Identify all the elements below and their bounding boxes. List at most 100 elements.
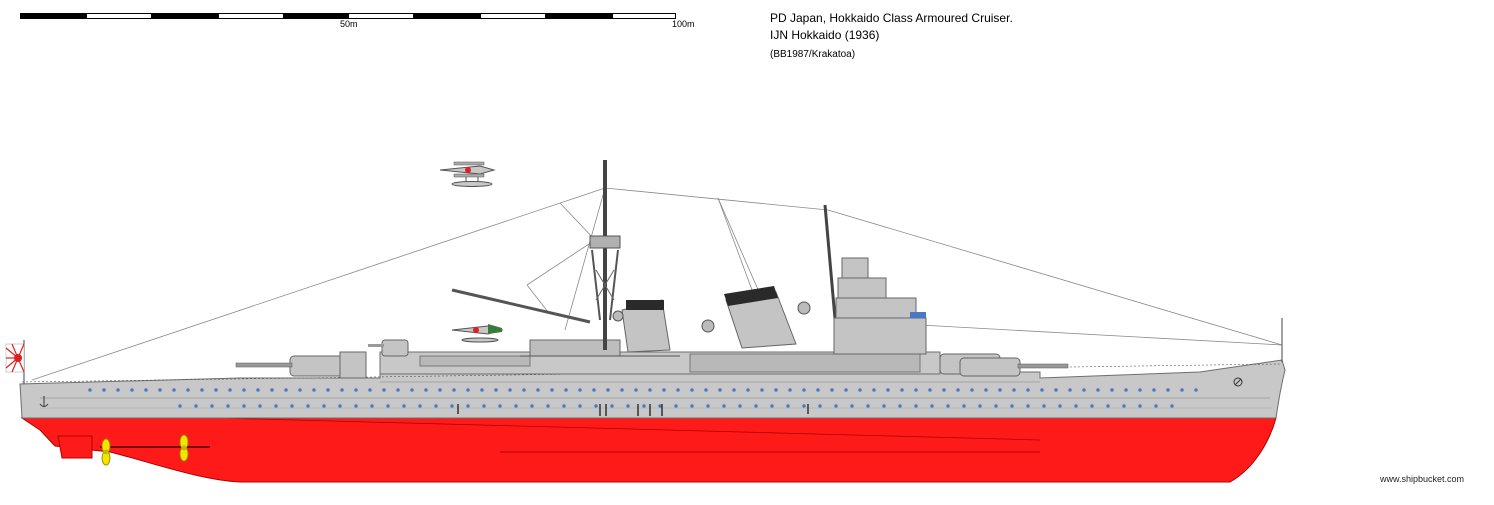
scale-segment [348,13,414,19]
porthole [508,388,512,392]
porthole [1180,388,1184,392]
porthole [942,388,946,392]
porthole [1074,404,1078,408]
scale-segment [20,13,86,19]
porthole [674,404,678,408]
porthole [494,388,498,392]
porthole [690,388,694,392]
porthole [930,404,934,408]
porthole [900,388,904,392]
porthole [480,388,484,392]
porthole [130,388,134,392]
porthole [928,388,932,392]
porthole [1096,388,1100,392]
porthole [1138,388,1142,392]
porthole [382,388,386,392]
porthole [1068,388,1072,392]
porthole [466,388,470,392]
porthole [882,404,886,408]
porthole [760,388,764,392]
porthole [830,388,834,392]
scale-segment [86,13,152,19]
porthole [270,388,274,392]
scale-segment [152,13,218,19]
porthole [1106,404,1110,408]
porthole [550,388,554,392]
porthole [718,388,722,392]
porthole [898,404,902,408]
aircraft-crane [451,288,591,324]
porthole [530,404,534,408]
porthole [788,388,792,392]
porthole [312,388,316,392]
porthole [88,388,92,392]
ship-name-title: IJN Hokkaido (1936) [770,28,880,42]
porthole [386,404,390,408]
porthole [774,388,778,392]
porthole [498,404,502,408]
porthole [144,388,148,392]
porthole [662,388,666,392]
porthole [578,404,582,408]
porthole [396,388,400,392]
porthole [866,404,870,408]
watermark: www.shipbucket.com [1379,474,1464,484]
porthole [1054,388,1058,392]
porthole [214,388,218,392]
scale-segment [546,13,612,19]
porthole [172,388,176,392]
porthole [786,404,790,408]
porthole [1138,404,1142,408]
anchor-icon [39,396,49,407]
title-block: PD Japan, Hokkaido Class Armoured Cruise… [770,10,1013,63]
porthole [194,404,198,408]
porthole [242,404,246,408]
porthole [434,404,438,408]
porthole [274,404,278,408]
rigging-lines [31,187,1283,381]
main-turret-aft-1 [235,355,351,377]
porthole [984,388,988,392]
porthole [816,388,820,392]
porthole [1040,388,1044,392]
porthole [306,404,310,408]
porthole [886,388,890,392]
author-credit: (BB1987/Krakatoa) [770,49,856,60]
porthole [466,404,470,408]
scale-segment [284,13,348,19]
porthole [606,388,610,392]
porthole [620,388,624,392]
porthole [722,404,726,408]
porthole [1152,388,1156,392]
porthole [746,388,750,392]
porthole [546,404,550,408]
propeller-icon [101,438,111,466]
porthole [1090,404,1094,408]
porthole [228,388,232,392]
porthole [1042,404,1046,408]
porthole [178,404,182,408]
porthole [578,388,582,392]
porthole [914,388,918,392]
porthole [424,388,428,392]
porthole [1194,388,1198,392]
porthole [1058,404,1062,408]
porthole [326,388,330,392]
porthole [732,388,736,392]
porthole [354,388,358,392]
porthole [956,388,960,392]
porthole [1166,388,1170,392]
porthole [914,404,918,408]
porthole [200,388,204,392]
porthole [642,404,646,408]
porthole [994,404,998,408]
porthole [340,388,344,392]
floatplane-icon [439,161,496,187]
porthole [482,404,486,408]
porthole [998,388,1002,392]
rudder [57,435,93,459]
porthole [706,404,710,408]
portholes [88,388,1198,408]
porthole [226,404,230,408]
porthole [1124,388,1128,392]
